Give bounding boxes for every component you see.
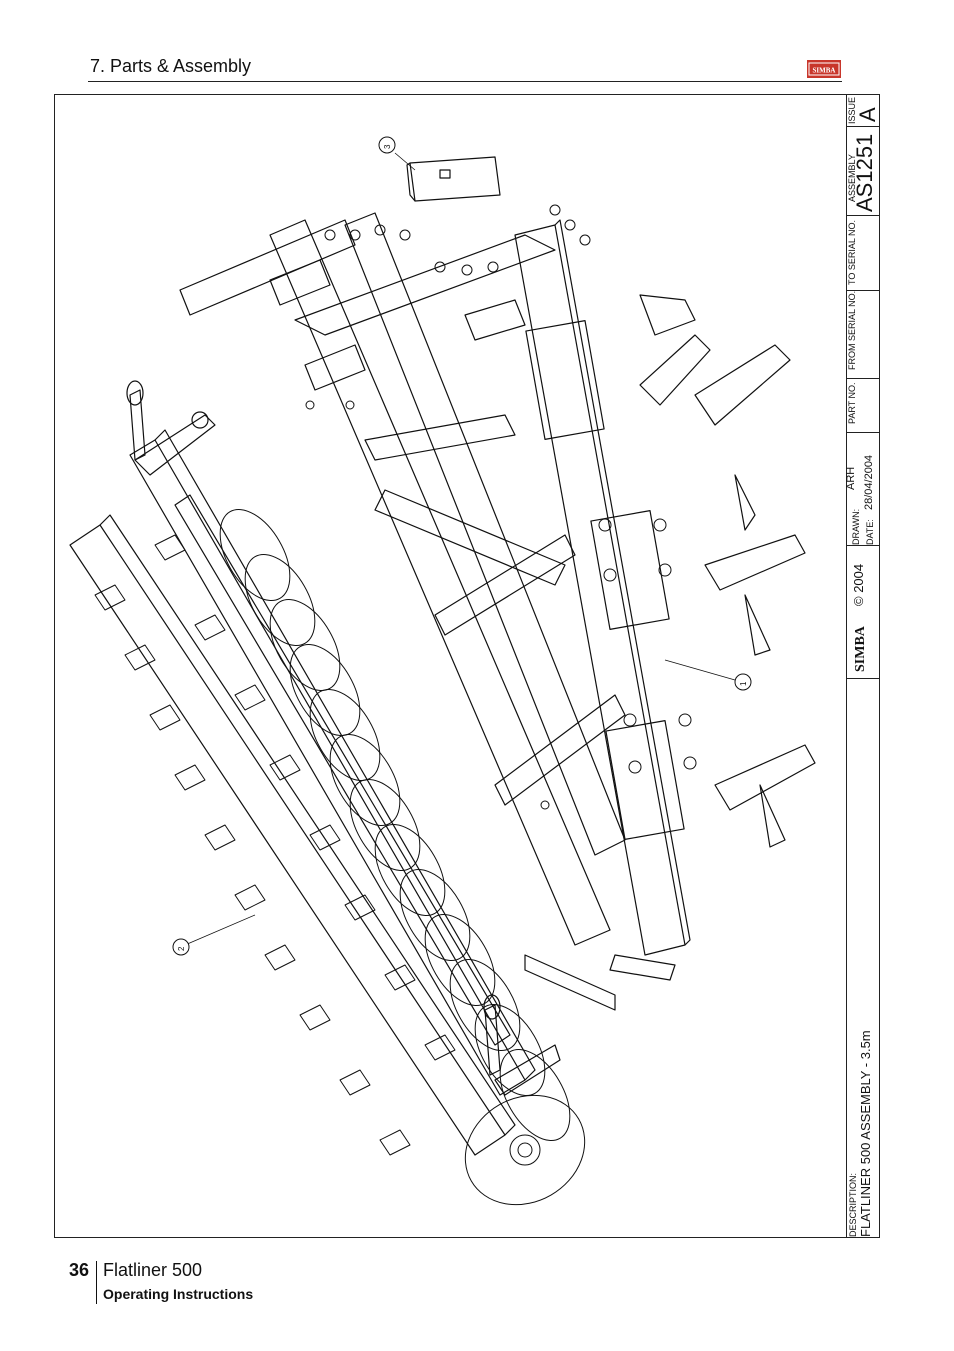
page-number: 36 [69,1260,90,1280]
issue-value: A [855,107,880,122]
section-title: 7. Parts & Assembly [90,56,252,76]
title-block [846,94,881,1238]
product-title: Flatliner 500 [103,1260,203,1280]
svg-text:SIMBA: SIMBA [813,67,836,75]
description-value: FLATLINER 500 ASSEMBLY - 3.5m [858,1030,873,1237]
callout-3 [378,136,396,154]
callout-1 [734,673,752,691]
header-rule [88,81,842,82]
date-label: DATE: [865,519,875,545]
description-label: DESCRIPTION: [848,1172,858,1237]
simba-logo-icon: SIMBA [807,60,841,78]
title-block-brand: SIMBA [853,626,868,672]
callout-2 [172,938,190,956]
drawn-value: ARH [845,466,857,490]
callout-1-label: 1 [739,681,748,686]
document-subtitle: Operating Instructions [103,1286,254,1302]
to-serial-label: TO SERIAL NO. [847,219,857,285]
part-no-label: PART NO. [847,382,857,424]
assembly-number: AS1251 [852,133,877,212]
footer-divider [96,1261,97,1304]
from-serial-label: FROM SERIAL NO. [847,290,857,370]
drawing-frame [54,94,880,1238]
drawn-label: DRAWN: [851,508,861,545]
date-value: 28/04/2004 [863,454,875,510]
copyright-text: © 2004 [851,563,866,606]
callout-2-label: 2 [177,946,186,951]
assembly-drawing [69,136,816,1206]
callout-3-label: 3 [383,144,392,149]
